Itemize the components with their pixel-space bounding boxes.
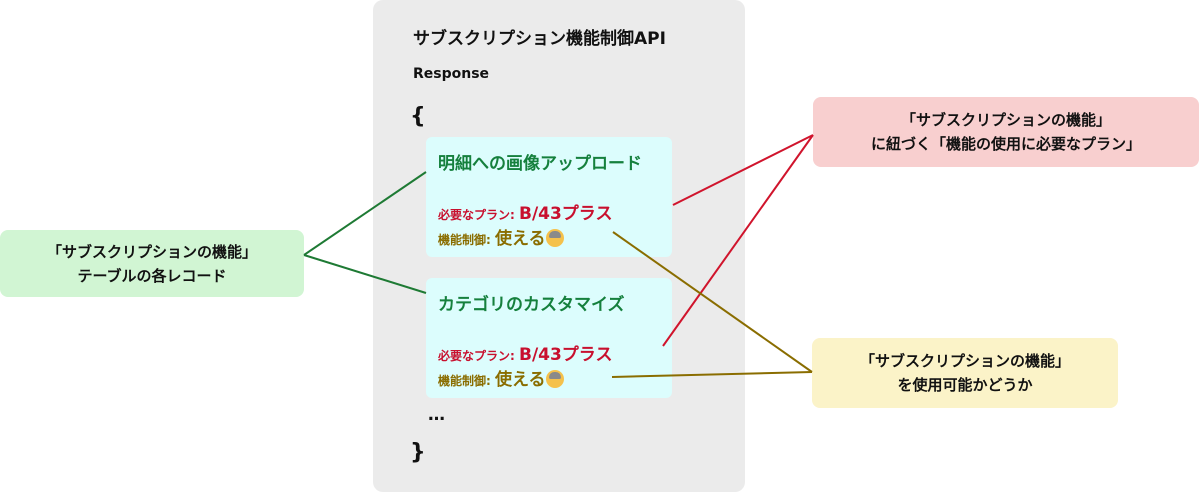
record-title: 明細への画像アップロード xyxy=(438,154,642,174)
more-records-ellipsis: … xyxy=(428,405,445,425)
callout-line: 「サブスクリプションの機能」 xyxy=(900,111,1111,129)
record-card-1: 明細への画像アップロード 必要なプラン: B/43プラス 機能制御: 使える xyxy=(426,137,672,257)
required-plan-row: 必要なプラン: B/43プラス xyxy=(438,199,612,224)
feature-control-label: 機能制御: xyxy=(438,374,495,388)
feature-control-row: 機能制御: 使える xyxy=(438,365,565,390)
feature-control-row: 機能制御: 使える xyxy=(438,224,565,249)
record-title: カテゴリのカスタマイズ xyxy=(438,295,625,315)
connector-plan-1 xyxy=(672,134,814,206)
response-label: Response xyxy=(413,66,490,82)
feature-control-value: 使える xyxy=(494,370,546,390)
required-plan-label: 必要なプラン: xyxy=(438,208,519,222)
callout-feature-records: 「サブスクリプションの機能」 テーブルの各レコード xyxy=(0,230,304,297)
callout-usability: 「サブスクリプションの機能」 を使用可能かどうか xyxy=(812,338,1118,408)
required-plan-label: 必要なプラン: xyxy=(438,349,519,363)
ok-gesture-person-icon xyxy=(546,229,565,247)
callout-line: テーブルの各レコード xyxy=(77,266,227,285)
connector-record-1 xyxy=(303,171,427,256)
ok-gesture-person-icon xyxy=(546,370,565,388)
required-plan-value: B/43プラス xyxy=(518,204,613,224)
callout-line: 「サブスクリプションの機能」 xyxy=(859,352,1070,370)
connector-control-1 xyxy=(612,231,813,373)
api-title: サブスクリプション機能制御API xyxy=(413,29,666,49)
feature-control-value: 使える xyxy=(494,229,546,249)
connector-control-2 xyxy=(611,371,813,378)
open-brace: { xyxy=(410,104,426,129)
connector-record-2 xyxy=(303,254,427,294)
record-card-2: カテゴリのカスタマイズ 必要なプラン: B/43プラス 機能制御: 使える xyxy=(426,278,672,398)
callout-required-plan: 「サブスクリプションの機能」 に紐づく「機能の使用に必要なプラン」 xyxy=(813,97,1199,167)
required-plan-value: B/43プラス xyxy=(518,345,613,365)
callout-line: を使用可能かどうか xyxy=(897,376,1033,394)
required-plan-row: 必要なプラン: B/43プラス xyxy=(438,340,612,365)
callout-line: に紐づく「機能の使用に必要なプラン」 xyxy=(870,135,1141,153)
feature-control-label: 機能制御: xyxy=(438,233,495,247)
close-brace: } xyxy=(410,440,426,465)
callout-line: 「サブスクリプションの機能」 xyxy=(46,242,257,261)
connector-plan-2 xyxy=(662,134,814,347)
